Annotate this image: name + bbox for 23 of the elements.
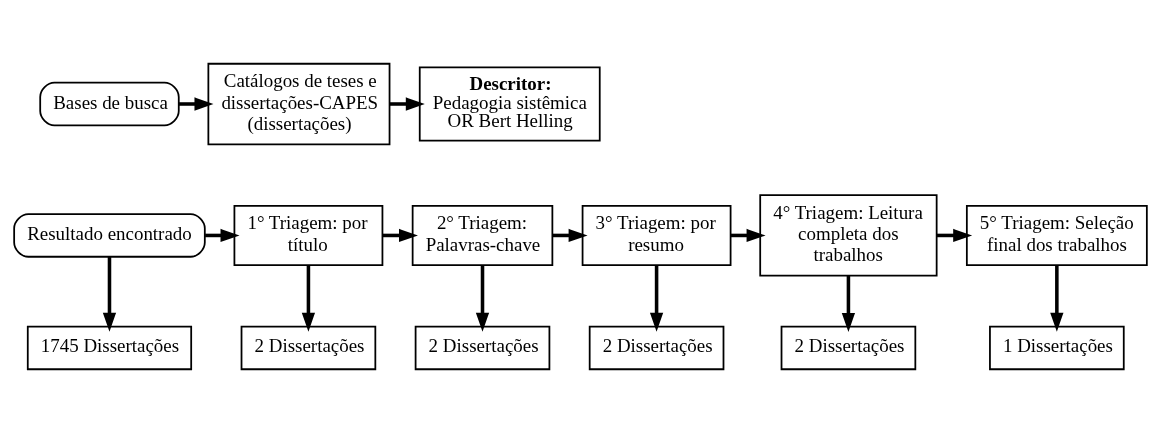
node-box: Descritor: Pedagogia sistêmica OR Bert Helling bbox=[418, 65, 601, 142]
arrow bbox=[102, 256, 117, 332]
arrow bbox=[389, 96, 425, 111]
arrow bbox=[301, 265, 316, 332]
node-box: 2 Dissertações bbox=[240, 325, 377, 370]
arrow bbox=[649, 265, 664, 332]
node-box: Bases de busca bbox=[39, 81, 180, 126]
arrow bbox=[841, 275, 856, 332]
node-box: 2 Dissertações bbox=[588, 325, 725, 370]
node-box: 1° Triagem: por título bbox=[233, 204, 384, 266]
node-box: 1745 Dissertações bbox=[26, 325, 193, 370]
arrow bbox=[1050, 265, 1064, 332]
node-box: 4° Triagem: Leitura completa dos trabalhos bbox=[759, 193, 938, 277]
node-box: 2 Dissertações bbox=[780, 325, 917, 370]
node-box: 5° Triagem: Seleção final dos trabalhos bbox=[965, 204, 1148, 266]
arrow bbox=[179, 96, 214, 111]
node-box: Catálogos de teses e dissertações-CAPES (dissertações) bbox=[207, 62, 391, 145]
arrow bbox=[475, 265, 490, 332]
node-box: 2° Triagem: Palavras-chave bbox=[411, 204, 554, 266]
node-box: Resultado encontrado bbox=[13, 212, 206, 258]
node-box: 2 Dissertações bbox=[414, 325, 551, 370]
node-box: 1 Dissertações bbox=[989, 325, 1125, 370]
node-box: 3° Triagem: por resumo bbox=[581, 204, 732, 266]
